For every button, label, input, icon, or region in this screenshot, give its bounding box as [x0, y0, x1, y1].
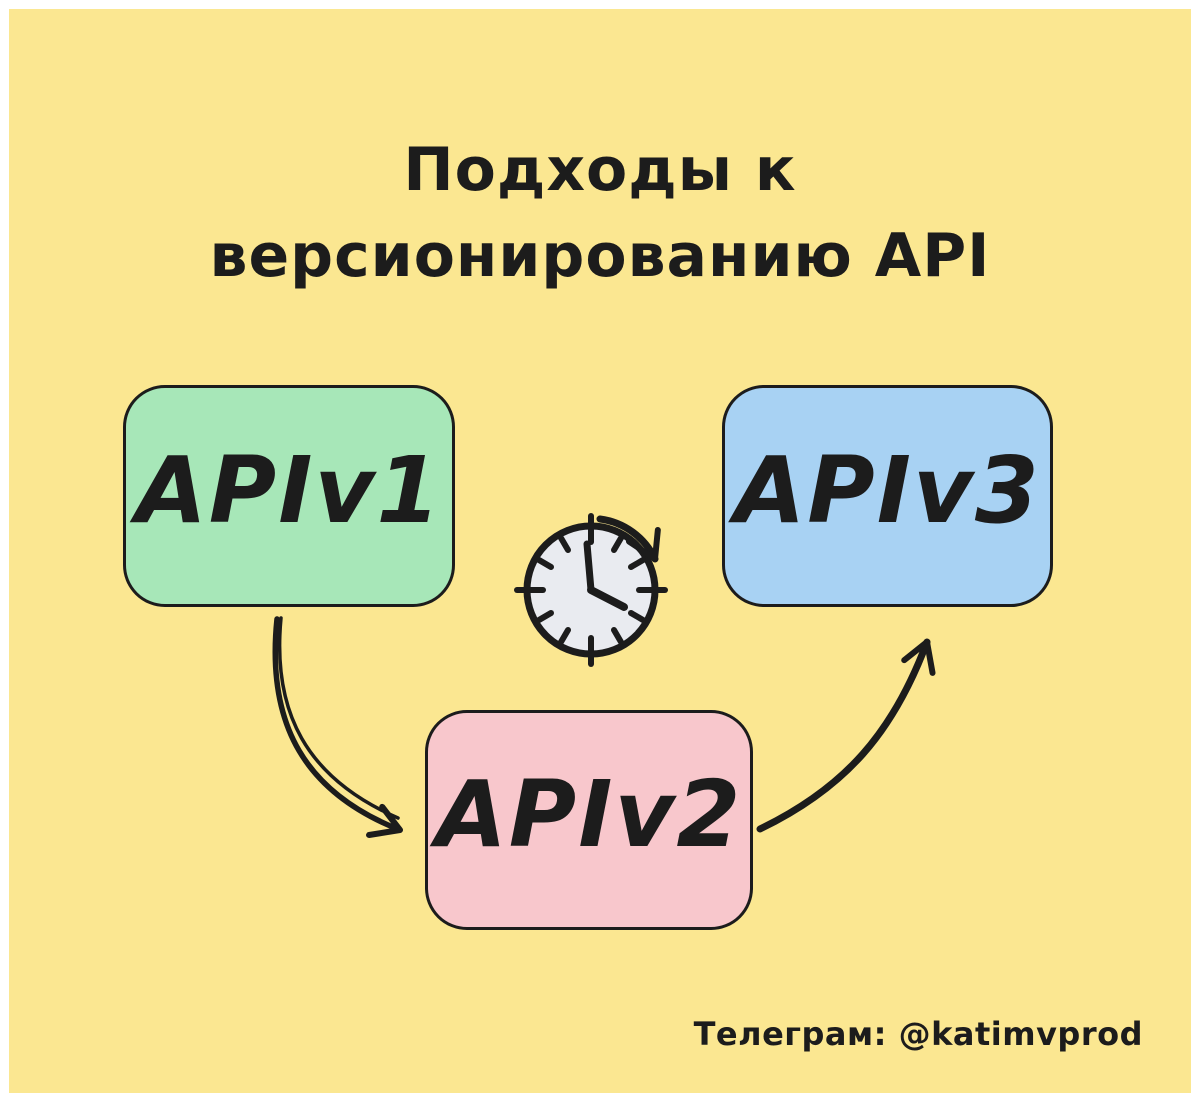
node-apiv1-label: APIv1	[135, 436, 443, 544]
node-apiv3-label: APIv3	[734, 436, 1041, 544]
page-title-line1: Подходы к	[403, 135, 797, 205]
page-title: Подходы к версионированию API	[9, 127, 1191, 299]
node-apiv2-label: APIv2	[435, 760, 743, 868]
telegram-handle: Телеграм: @katimvprod	[693, 1015, 1143, 1053]
page-title-line2: версионированию API	[209, 221, 991, 291]
card-background: Подходы к версионированию API APIv1 APIv…	[9, 9, 1191, 1093]
node-apiv3: APIv3	[722, 385, 1053, 607]
node-apiv1: APIv1	[123, 385, 455, 607]
node-apiv2: APIv2	[425, 710, 753, 930]
